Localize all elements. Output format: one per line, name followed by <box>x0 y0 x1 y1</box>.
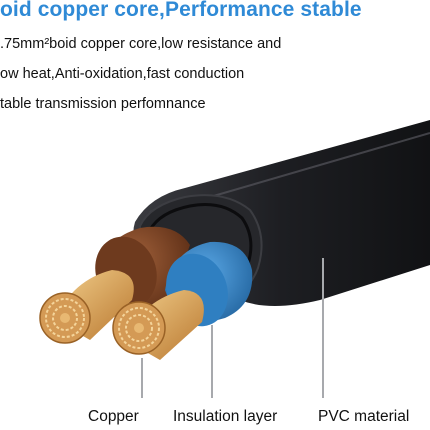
insulation-label: Insulation layer <box>173 408 278 425</box>
headline: oid copper core,Performance stable <box>0 0 362 21</box>
copper-strands-rear <box>39 270 134 344</box>
description-line-2: ow heat,Anti-oxidation,fast conduction <box>0 66 245 82</box>
pvc-label: PVC material <box>318 408 410 425</box>
description-line-3: table transmission perfomnance <box>0 96 206 112</box>
description-line-1: .75mm²boid copper core,low resistance an… <box>0 36 282 52</box>
copper-strands-front <box>112 290 204 360</box>
copper-label: Copper <box>88 408 139 425</box>
